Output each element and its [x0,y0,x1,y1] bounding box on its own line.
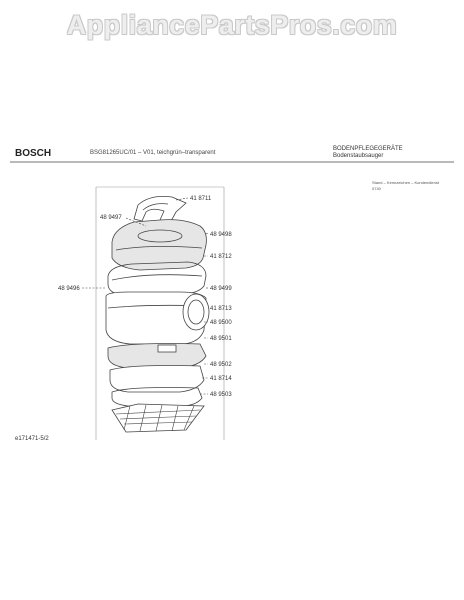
model-label: BSG81265UC/01 – V01, teichgrün–transpare… [90,150,216,156]
category-subtitle: Bodenstaubsauger [333,153,384,159]
part-main-container [105,291,207,345]
callout-489503: 48 9503 [210,392,232,398]
part-lower-seal [111,387,203,407]
site-watermark: AppliancePartsPros.com [66,10,398,40]
leader-418711 [175,197,189,201]
callout-418714: 41 8714 [210,376,232,382]
brand-logo: BOSCH [15,148,52,159]
document-id: e171471-5/2 [15,436,49,442]
callout-489501: 48 9501 [210,336,232,342]
part-filter-ring [182,293,210,331]
callout-489499: 48 9499 [210,286,232,292]
callout-418713: 41 8713 [210,306,232,312]
callout-489497: 48 9497 [100,215,122,221]
callout-418712: 41 8712 [210,254,232,260]
leader-489497 [125,217,147,227]
revision-note: Stand – Kennzeichen – Kundendienst [372,180,439,185]
leader-489498 [205,232,209,235]
part-grid-tray [111,403,205,433]
part-top-cover [111,219,207,271]
category-title: BODENPFLEGEGERÄTE [333,146,403,152]
callout-418711: 41 8711 [190,196,212,202]
part-filter-plate [107,343,207,369]
callout-489502: 48 9502 [210,362,232,368]
callout-489498: 48 9498 [210,232,232,238]
part-foam-layer [109,365,205,393]
callout-489500: 48 9500 [210,320,232,326]
callout-489496: 48 9496 [58,286,80,292]
revision-code: 0740 [372,186,381,191]
